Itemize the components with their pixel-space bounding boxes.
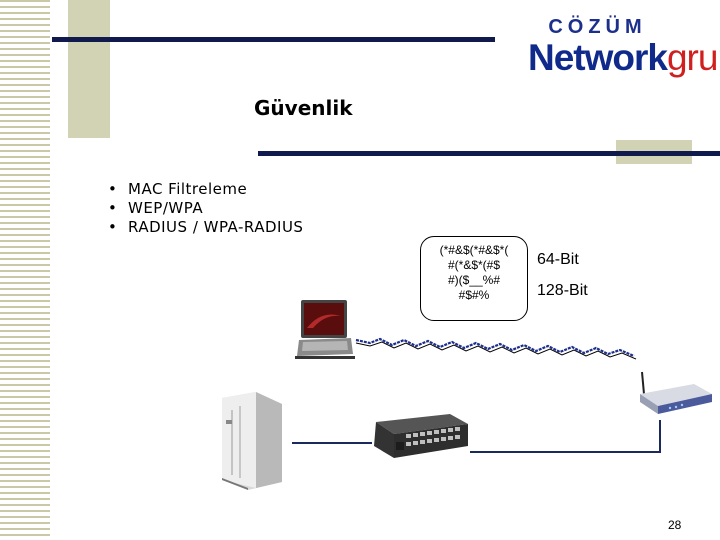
title-rule-top	[52, 37, 495, 42]
title-rule-bottom	[258, 151, 720, 156]
bullet-text: MAC Filtreleme	[128, 180, 248, 198]
olive-decor-block-top	[68, 0, 110, 138]
bit-label-128: 128-Bit	[537, 282, 588, 299]
bubble-line: #(*&$*(#$	[447, 258, 501, 272]
encrypted-data-bubble: (*#&$(*#&$*( #(*&$*(#$ #)($__%# #$#%	[420, 236, 528, 321]
bullet-item: • WEP/WPA	[108, 199, 303, 218]
switch-router-cable	[470, 420, 661, 453]
bullet-dot-icon: •	[108, 180, 118, 198]
bullet-text: WEP/WPA	[128, 199, 204, 217]
bullet-item: • MAC Filtreleme	[108, 180, 303, 199]
laptop-icon	[295, 300, 355, 359]
logo-cozum-text: CÖZÜM	[548, 16, 647, 38]
bubble-line: #$#%	[458, 288, 490, 302]
wireless-link-line	[355, 337, 635, 358]
server-tower-icon	[222, 392, 282, 490]
slide-title: Güvenlik	[254, 96, 353, 120]
bullet-text: RADIUS / WPA-RADIUS	[128, 218, 304, 236]
page-number: 28	[668, 518, 682, 532]
bullet-item: • RADIUS / WPA-RADIUS	[108, 218, 303, 237]
striped-side-decoration	[0, 0, 50, 540]
bullet-dot-icon: •	[108, 218, 118, 236]
bit-label-64: 64-Bit	[537, 251, 579, 268]
logo-grup-text: grup	[666, 37, 720, 78]
network-switch-icon	[374, 414, 468, 458]
bullet-dot-icon: •	[108, 199, 118, 217]
bubble-line: #)($__%#	[447, 273, 501, 287]
logo-network-text: Network	[528, 37, 668, 78]
bubble-line: (*#&$(*#&$*(	[439, 243, 509, 257]
logo-networkgrup: Networkgrup	[528, 36, 720, 80]
bullet-list: • MAC Filtreleme • WEP/WPA • RADIUS / WPA-R…	[108, 180, 303, 237]
wireless-router-icon	[640, 371, 712, 414]
